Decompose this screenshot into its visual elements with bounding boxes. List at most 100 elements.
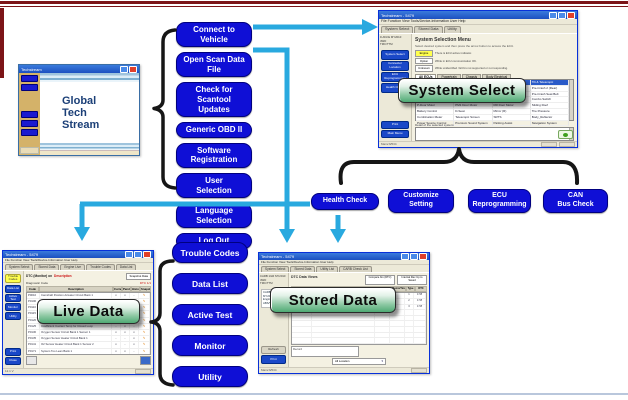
stored-table-row[interactable] — [292, 326, 426, 333]
close-button[interactable] — [143, 251, 151, 258]
ecu-table-cell[interactable]: Combo Switch — [530, 97, 569, 104]
main-menu-button[interactable]: Open Scan Data File — [176, 52, 252, 78]
stored-table-row[interactable] — [292, 321, 426, 327]
menu-bar[interactable]: File Function View Tools/Device-Informat… — [379, 19, 577, 25]
gts-mini-button[interactable] — [21, 111, 38, 118]
ecu-table-cell[interactable]: SRTS — [492, 114, 531, 121]
ecu-category-tab[interactable]: All ECUs — [415, 73, 437, 79]
diagnostic-button[interactable]: Active Test — [172, 304, 248, 325]
ecu-table-cell[interactable]: Pre-Crash 2 (Rear) — [530, 85, 569, 92]
ecu-table-cell[interactable]: Power Source Control — [416, 120, 455, 127]
ecu-table-cell[interactable]: Combination Meter — [416, 114, 455, 121]
minimize-button[interactable] — [125, 251, 133, 258]
sidebar-button[interactable]: Active Test — [5, 293, 21, 303]
gts-mini-button[interactable] — [21, 120, 38, 127]
close-button[interactable] — [129, 65, 137, 73]
window-tab[interactable]: Engine Live — [60, 264, 86, 270]
window-tab[interactable]: System Select — [381, 26, 414, 33]
main-menu-button[interactable]: Software Registration — [176, 142, 252, 168]
record-box[interactable]: Record — [291, 345, 359, 357]
gts-mini-button[interactable] — [21, 75, 38, 82]
sidebar-button[interactable]: Connector Location — [381, 60, 409, 71]
health-check-button[interactable]: Health Check — [311, 193, 379, 210]
window-tab[interactable]: Data List — [115, 264, 137, 270]
window-tab[interactable]: CARB Check List — [339, 266, 372, 272]
refresh-button[interactable]: Refresh — [261, 346, 286, 354]
save-icon[interactable] — [140, 356, 151, 365]
window-tab[interactable]: Stored Data — [290, 266, 316, 272]
ecu-table-cell[interactable]: Battery Control — [416, 108, 455, 115]
sidebar-button[interactable]: ECU Reprogramming — [381, 71, 409, 82]
ecu-table-cell[interactable]: Navigation System — [530, 120, 569, 127]
sidebar-bottom-button[interactable]: Main Menu — [381, 130, 409, 138]
stored-table-row[interactable] — [292, 315, 426, 322]
main-menu-button[interactable]: Language Selection — [176, 203, 252, 229]
diagnostic-button[interactable]: Utility — [172, 366, 248, 387]
minimize-button[interactable] — [401, 253, 409, 260]
ecu-table-cell[interactable]: Tilt & Telescopic — [530, 80, 569, 86]
ecu-table-cell[interactable]: Sliding Roof — [530, 103, 569, 109]
window-tab[interactable]: Utility — [443, 26, 461, 33]
sidebar-bottom-button[interactable]: Print — [5, 348, 21, 356]
sidebar-button[interactable]: Utility — [5, 312, 21, 321]
maximize-button[interactable] — [558, 11, 566, 19]
window-tab[interactable]: System Select — [261, 266, 290, 272]
close-button[interactable] — [567, 11, 575, 19]
window-tab[interactable]: Stored Data — [34, 264, 60, 270]
sidebar-button[interactable]: Monitor — [5, 303, 21, 312]
ecu-table-cell[interactable]: Tire Pressure — [530, 108, 569, 115]
ecu-category-tab[interactable]: Powertrain — [437, 73, 461, 79]
menu-bar[interactable]: File Function View Tools/Device-Informat… — [259, 260, 429, 265]
ecu-table-cell[interactable]: Pre-Crash Seat Belt — [530, 91, 569, 98]
snapshot-data-button[interactable]: Snapshot Data — [126, 273, 151, 280]
sidebar-bottom-button[interactable]: Close — [5, 357, 21, 365]
compare-box[interactable]: Compare btn (DTC) — [365, 275, 395, 285]
ecu-category-tab[interactable]: Chassis — [461, 73, 482, 79]
ecu-table-cell[interactable]: Parking Assist — [492, 120, 531, 127]
diagnostic-button[interactable]: Trouble Codes — [172, 242, 248, 263]
internal-record-box[interactable]: Internal Rec Up to Saved — [397, 275, 427, 285]
main-menu-button[interactable]: User Selection — [176, 172, 252, 199]
dtc-table-row[interactable]: P0010 Camshaft Position Actuator Circuit… — [27, 292, 150, 300]
ecu-table-cell[interactable]: D-Seat — [454, 108, 493, 115]
ecu-category-tab[interactable]: Body Electrical — [482, 73, 512, 79]
print-button[interactable]: Print — [261, 355, 286, 364]
ecu-table-cell[interactable]: Premium Sound System — [454, 120, 493, 127]
dtc-table-row[interactable]: P0125 Insufficient Coolant Temp for Clos… — [27, 323, 150, 331]
ecu-table-cell[interactable]: Mirror (R) — [492, 108, 531, 115]
close-button[interactable] — [419, 253, 427, 260]
printer-icon[interactable] — [26, 356, 37, 365]
sidebar-bottom-button[interactable]: Print — [381, 121, 409, 129]
sidebar-button[interactable]: System Select — [381, 49, 409, 60]
maximize-button[interactable] — [134, 251, 142, 258]
minimize-button[interactable] — [120, 65, 128, 73]
gts-mini-button[interactable] — [21, 84, 38, 91]
ecu-table-cell[interactable]: PM1 Door Motor — [454, 103, 493, 109]
window-tab[interactable]: System Select — [5, 264, 34, 270]
stored-table-row[interactable] — [292, 338, 426, 344]
stored-table-row[interactable] — [292, 332, 426, 339]
ecu-table-cell[interactable]: Telescopic Screen — [454, 114, 493, 121]
dtc-table-row[interactable]: P0135 Oxygen Sensor Heater Circuit Bank … — [27, 336, 150, 343]
diagnostic-button[interactable]: Monitor — [172, 335, 248, 356]
ecu-table-cell[interactable]: Body_Reflector — [530, 114, 569, 121]
dtc-table-row[interactable]: P0141 O2 Sensor Heater Circuit Bank 1 Se… — [27, 342, 150, 349]
scrollbar[interactable] — [569, 80, 573, 120]
ecu-reprogramming-button[interactable]: ECU Reprogramming — [468, 189, 531, 213]
window-tab[interactable]: Stored Data — [414, 26, 443, 33]
ecu-table-cell[interactable]: RR Door Motor — [492, 103, 531, 109]
sidebar-button[interactable]: Data List — [5, 284, 21, 293]
menu-bar[interactable]: File Function View Tools/Device-Informat… — [3, 258, 153, 263]
window-tab[interactable]: Utility List — [316, 266, 339, 272]
location-dropdown[interactable]: All Location ▾ — [332, 357, 386, 365]
maximize-button[interactable] — [410, 253, 418, 260]
stored-table-row[interactable] — [292, 344, 426, 345]
dtc-table-row[interactable]: P0171 System Too Lean Bank 1 x x - ✎ — [27, 348, 150, 354]
can-bus-check-button[interactable]: CAN Bus Check — [543, 189, 608, 213]
main-menu-button[interactable]: Generic OBD II — [176, 122, 252, 138]
customize-setting-button[interactable]: Customize Setting — [388, 189, 454, 213]
main-menu-button[interactable]: Check for Scantool Updates — [176, 82, 252, 118]
minimize-button[interactable] — [549, 11, 557, 19]
window-tab[interactable]: Trouble Codes — [86, 264, 115, 270]
sidebar-button-active[interactable]: Trouble Codes — [5, 274, 21, 283]
